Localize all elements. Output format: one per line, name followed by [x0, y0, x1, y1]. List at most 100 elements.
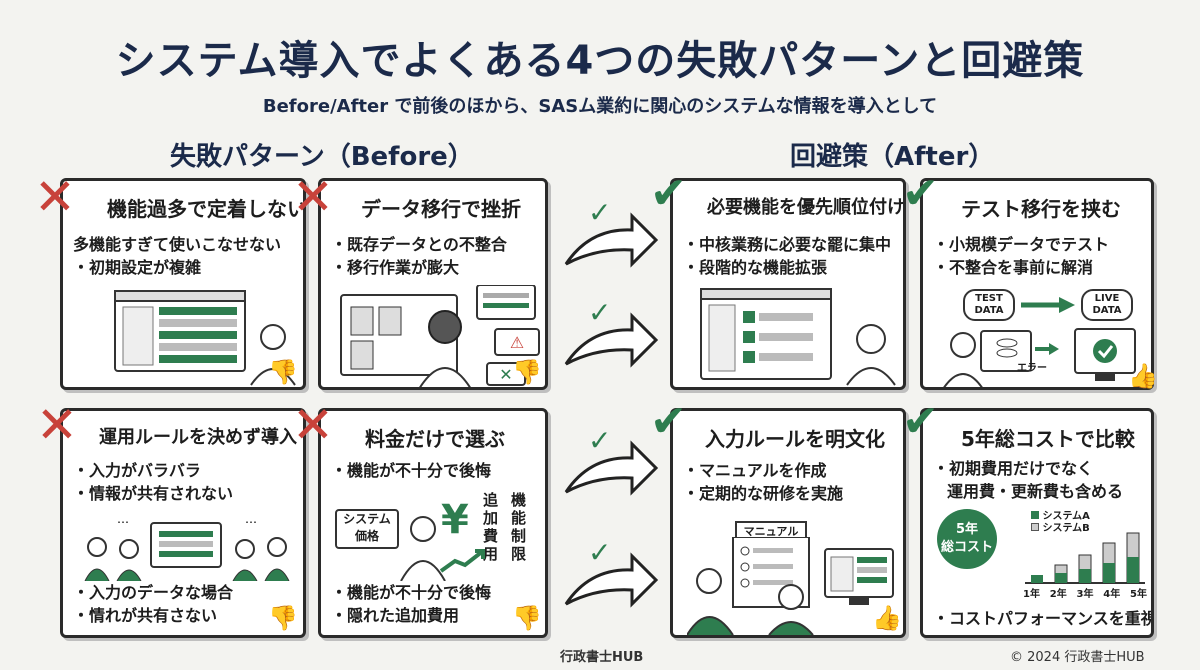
after-card-1-list: 中核業務に必要な罷に集中 段階的な機能拡張 [683, 233, 891, 279]
manual-label: マニュアル [735, 521, 807, 541]
arrow-right-icon [564, 440, 659, 496]
extra-cost-label: 追加費用 [483, 491, 499, 563]
legend-system-a: システムA [1031, 507, 1090, 522]
before-card-2: データ移行で挫折 既存データとの不整合 移行作業が膨大 ⚠ ✕ [318, 178, 548, 390]
after-card-4-list-2: コストパフォーマンスを重視 [933, 607, 1151, 630]
legend-label-b: システムB [1042, 523, 1090, 534]
check-icon: ✓ [588, 296, 612, 329]
before-card-4-title: 料金だけで選ぶ [365, 427, 505, 451]
arrow-right-icon [1021, 297, 1075, 313]
list-item: 不整合を事前に解消 [933, 256, 1109, 279]
list-item: 小規模データでテスト [933, 233, 1109, 256]
list-item: 入力のデータな場合 [73, 581, 233, 604]
after-card-2-list: 小規模データでテスト 不整合を事前に解消 [933, 233, 1109, 279]
after-card-4-list: 初期費用だけでなく 運用費・更新費も含める [933, 457, 1123, 503]
list-item: 情れが共有さない [73, 604, 233, 627]
before-card-3: 運用ルールを決めず導入 入力がバラバラ 情報が共有されない … … 入力のデータ… [60, 408, 306, 638]
thumbs-up-icon: 👍 [872, 604, 902, 632]
list-item: 運用費・更新費も含める [947, 482, 1124, 501]
after-card-1: 必要機能を優先順位付け 中核業務に必要な罷に集中 段階的な機能拡張 [670, 178, 906, 390]
check-icon: ✓ [588, 196, 612, 229]
before-card-1: 機能過多で定着しない 多機能すぎて使いこなせない 初期設定が複雑 [60, 178, 306, 390]
error-label: エラー [1017, 363, 1047, 374]
list-item: 多機能すぎて使いこなせない [73, 235, 282, 254]
after-card-2: テスト移行を挟む 小規模データでテスト 不整合を事前に解消 TEST DATA … [920, 178, 1154, 390]
list-item: 段階的な機能拡張 [683, 256, 891, 279]
svg-text:⚠: ⚠ [510, 333, 524, 352]
list-item: マニュアルを作成 [683, 459, 843, 482]
year-label: 2年 [1049, 589, 1067, 600]
list-item: 情報が共有されない [73, 482, 233, 505]
training-illustration [687, 537, 894, 635]
thumbs-down-icon: 👎 [268, 358, 298, 386]
success-check-icon: ✔ [650, 396, 687, 447]
before-card-4: 料金だけで選ぶ 機能が不十分で後悔 システム 価格 ¥ 追加費用 機能制限 機能… [318, 408, 548, 638]
list-item: 初期費用だけでなく [933, 457, 1123, 480]
test-migration-illustration [943, 328, 1136, 387]
thumbs-down-icon: 👎 [512, 604, 542, 632]
list-item: 隠れた追加費用 [331, 604, 491, 627]
before-card-4-list-2: 機能が不十分で後悔 隠れた追加費用 [331, 581, 491, 627]
yen-icon: ¥ [441, 497, 469, 543]
legend-label-a: システムA [1042, 511, 1090, 522]
list-item: 定期的な研修を実施 [683, 482, 843, 505]
test-data-cloud: TEST DATA [963, 289, 1015, 321]
arrow-right-icon [564, 312, 659, 368]
year-label: 3年 [1076, 589, 1094, 600]
software-window-illustration [114, 290, 296, 386]
fail-x-icon: ✕ [292, 168, 334, 226]
five-year-cost-badge: 5年 総コスト [937, 509, 997, 569]
svg-text:…: … [117, 512, 129, 526]
prioritized-list-illustration [700, 288, 896, 386]
before-card-3-list: 入力がバラバラ 情報が共有されない [73, 459, 233, 505]
after-card-3-title: 入力ルールを明文化 [705, 427, 885, 451]
page-subtitle: Before/After で前後のほから、SASム業約に関心のシステムな情報を導… [262, 96, 938, 117]
list-item: 既存データとの不整合 [331, 233, 507, 256]
check-icon: ✓ [588, 424, 612, 457]
success-check-icon: ✔ [902, 168, 939, 219]
live-data-cloud: LIVE DATA [1081, 289, 1133, 321]
after-card-4: 5年総コストで比較 初期費用だけでなく 運用費・更新費も含める 5年 総コスト … [920, 408, 1154, 638]
after-column-heading: 回避策（After） [790, 142, 995, 172]
svg-text:…: … [245, 512, 257, 526]
page-title: システム導入でよくある4つの失敗パターンと回避策 [115, 38, 1085, 84]
after-card-1-title: 必要機能を優先順位付け [707, 197, 905, 218]
year-label: 5年 [1130, 589, 1147, 600]
before-card-4-list: 機能が不十分で後悔 [331, 459, 491, 482]
year-label: 4年 [1103, 589, 1121, 600]
legend-swatch-a [1031, 511, 1039, 519]
before-card-3-list-2: 入力のデータな場合 情れが共有さない [73, 581, 233, 627]
year-label: 1年 [1023, 589, 1040, 600]
before-card-1-title: 機能過多で定着しない [107, 197, 306, 221]
arrow-right-icon [564, 552, 659, 608]
data-migration-illustration: ⚠ ✕ [340, 285, 540, 387]
success-check-icon: ✔ [650, 168, 687, 219]
list-item: 初期設定が複雑 [73, 256, 281, 279]
list-item: 移行作業が膨大 [331, 256, 507, 279]
fail-x-icon: ✕ [292, 396, 334, 454]
before-card-2-list: 既存データとの不整合 移行作業が膨大 [331, 233, 507, 279]
after-card-3: 入力ルールを明文化 マニュアルを作成 定期的な研修を実施 マニュアル [670, 408, 906, 638]
cost-bar-chart [1025, 532, 1145, 584]
after-card-2-title: テスト移行を挟む [961, 197, 1121, 221]
before-column-heading: 失敗パターン（Before） [170, 142, 474, 172]
thumbs-down-icon: 👎 [268, 604, 298, 632]
list-item: 機能が不十分で後悔 [331, 581, 491, 604]
thumbs-down-icon: 👎 [512, 358, 542, 386]
list-item: 機能が不十分で後悔 [331, 459, 491, 482]
fail-x-icon: ✕ [34, 168, 76, 226]
year-axis-labels: 1年 2年 3年 4年 5年 [1023, 585, 1147, 600]
fail-x-icon: ✕ [36, 396, 78, 454]
check-icon: ✓ [588, 536, 612, 569]
legend-swatch-b [1031, 523, 1039, 531]
thumbs-up-icon: 👍 [1128, 362, 1158, 390]
list-item: 入力がバラバラ [73, 459, 233, 482]
after-card-4-title: 5年総コストで比較 [961, 427, 1135, 451]
footer-brand: 行政書士HUB [560, 650, 644, 665]
before-card-3-title: 運用ルールを決めず導入 [99, 427, 297, 448]
before-card-2-title: データ移行で挫折 [361, 197, 521, 221]
rising-arrow-icon [439, 549, 485, 573]
list-item: コストパフォーマンスを重視 [933, 607, 1151, 630]
legend-system-b: システムB [1031, 519, 1090, 534]
confused-team-illustration: … … [84, 512, 290, 581]
